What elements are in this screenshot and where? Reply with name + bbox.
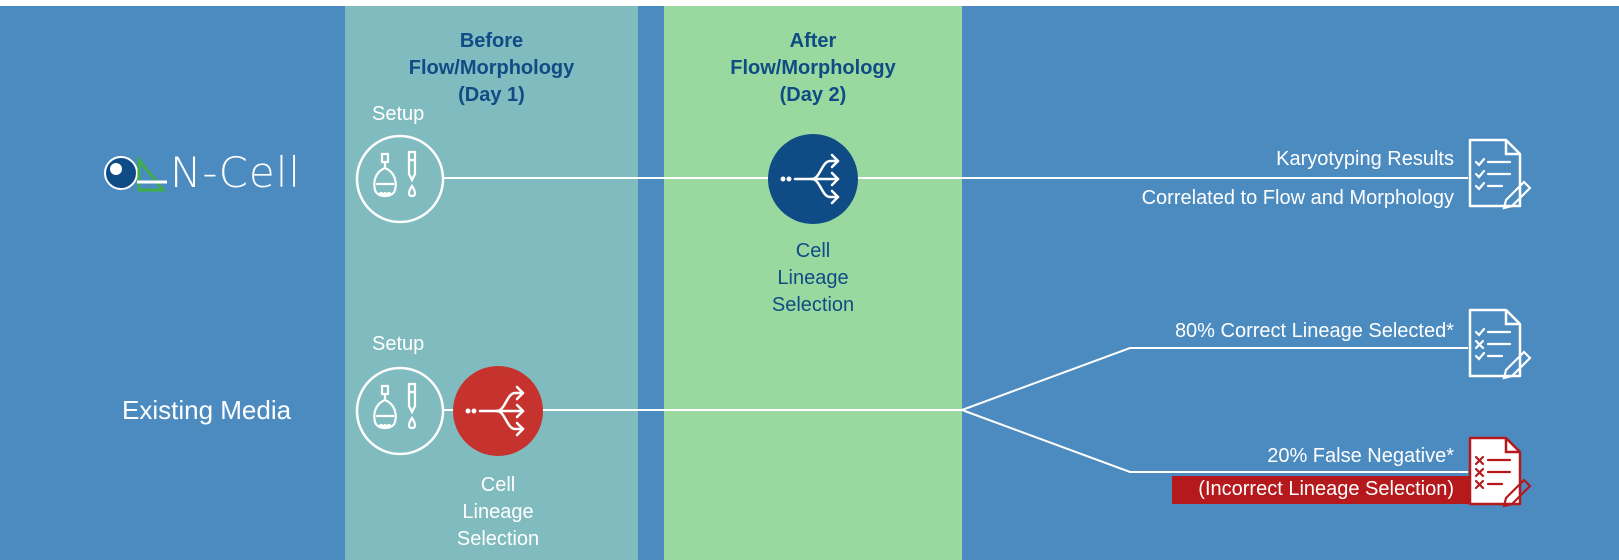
false-branch-line bbox=[961, 409, 1468, 473]
ncell-setup-flask-icon bbox=[355, 134, 445, 224]
ncell-selection-caption: Cell Lineage Selection bbox=[728, 238, 898, 319]
before-header-line2: Flow/Morphology bbox=[408, 57, 575, 79]
false-negative-text: 20% False Negative* bbox=[1267, 445, 1454, 467]
existing-caption-line1: Cell bbox=[480, 474, 516, 496]
existing-branching-arrows-icon bbox=[453, 366, 543, 456]
before-column bbox=[345, 6, 638, 560]
existing-setup-flask-icon bbox=[355, 366, 445, 456]
before-header-line1: Before bbox=[459, 30, 524, 52]
ncell-caption-line2: Lineage bbox=[777, 267, 849, 289]
false-result-band bbox=[1172, 476, 1472, 504]
karyotyping-results-text: Karyotyping Results bbox=[1276, 148, 1454, 170]
existing-setup-label: Setup bbox=[372, 333, 425, 355]
ncell-caption-line3: Selection bbox=[771, 294, 855, 316]
existing-caption-line3: Selection bbox=[456, 528, 540, 550]
correlated-results-text: Correlated to Flow and Morphology bbox=[1141, 187, 1454, 209]
after-column bbox=[664, 6, 962, 560]
ncell-caption-line1: Cell bbox=[795, 240, 831, 262]
existing-media-label: Existing Media bbox=[122, 395, 292, 425]
error-checklist-report-icon bbox=[1468, 436, 1532, 508]
existing-selection-caption: Cell Lineage Selection bbox=[413, 472, 583, 553]
correct-branch-line bbox=[961, 347, 1468, 411]
ncell-logo-text: N-Cell bbox=[170, 148, 302, 197]
before-header-line3: (Day 1) bbox=[458, 84, 525, 106]
ncell-branching-arrows-icon bbox=[768, 134, 858, 224]
after-header-line1: After bbox=[789, 30, 837, 52]
after-header-line2: Flow/Morphology bbox=[730, 57, 896, 79]
correct-lineage-text: 80% Correct Lineage Selected* bbox=[1174, 320, 1454, 342]
ncell-logo-mark-icon bbox=[104, 155, 167, 192]
ncell-setup-label: Setup bbox=[372, 103, 425, 125]
existing-checklist-report-icon bbox=[1468, 308, 1532, 380]
existing-caption-line2: Lineage bbox=[462, 501, 534, 523]
before-column-header: Before Flow/Morphology (Day 1) bbox=[345, 28, 638, 109]
after-header-line3: (Day 2) bbox=[779, 84, 847, 106]
ncell-checklist-report-icon bbox=[1468, 138, 1532, 210]
incorrect-lineage-text: (Incorrect Lineage Selection) bbox=[1198, 478, 1454, 500]
after-column-header: After Flow/Morphology (Day 2) bbox=[664, 28, 962, 109]
